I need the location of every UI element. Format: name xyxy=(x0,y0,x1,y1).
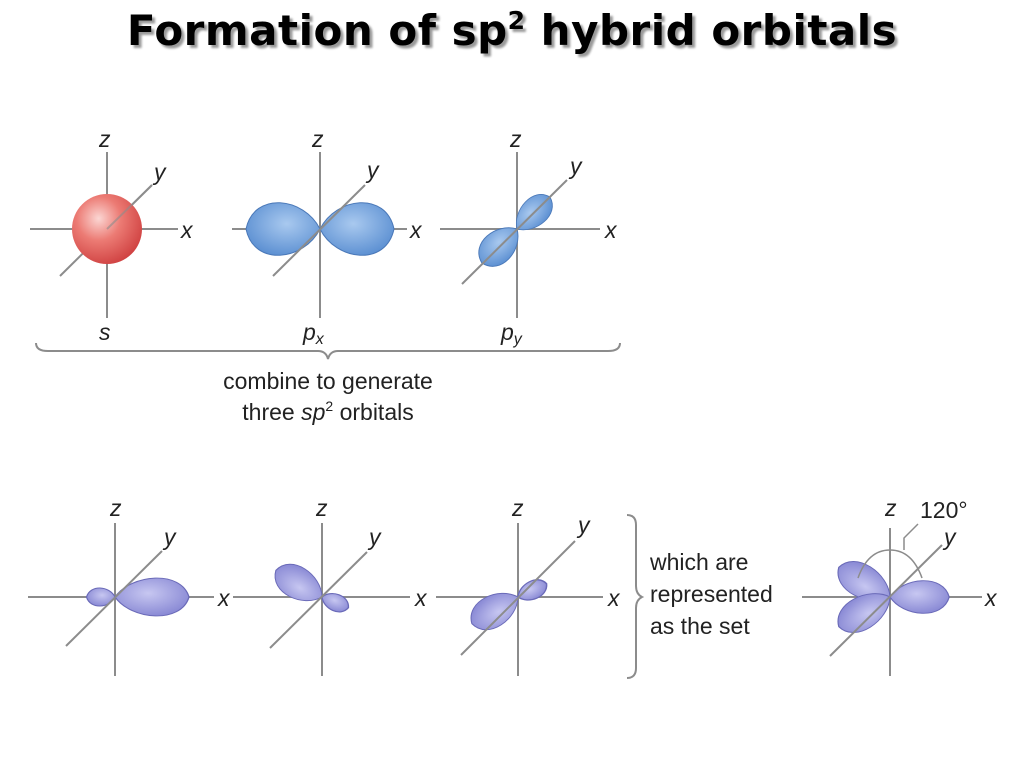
y-axis-label: y xyxy=(367,524,382,550)
sp2-orbital-3-panel: x z y xyxy=(436,495,621,676)
y-axis-label: y xyxy=(942,524,957,550)
y-axis-label: y xyxy=(568,153,583,179)
z-axis-label: z xyxy=(315,495,328,521)
set-brace xyxy=(626,514,645,679)
combine-caption-line2: three sp2 orbitals xyxy=(242,398,413,425)
angle-label: 120° xyxy=(920,497,968,523)
y-axis xyxy=(460,540,576,656)
z-axis-label: z xyxy=(98,126,111,152)
x-axis-label: x xyxy=(607,585,621,611)
angle-arc xyxy=(857,549,923,579)
y-axis xyxy=(829,544,943,657)
set-caption-line1: which are xyxy=(649,549,748,575)
set-caption-line2: represented xyxy=(650,581,773,607)
s-orbital-label: s xyxy=(99,319,111,345)
y-axis-label: y xyxy=(162,524,177,550)
py-orbital-label: py xyxy=(500,319,523,348)
y-axis-label: y xyxy=(576,512,591,538)
x-axis-label: x xyxy=(409,217,423,243)
z-axis-label: z xyxy=(509,126,522,152)
sp2-orbital-2-panel: x z y xyxy=(233,495,428,676)
s-orbital-panel: x z y s xyxy=(30,126,194,345)
sp2-set-panel: x z y 120° xyxy=(802,495,998,676)
sp2-orbital-1-panel: x z y xyxy=(28,495,231,676)
y-axis xyxy=(65,550,163,647)
py-orbital-panel: x z y py xyxy=(440,126,618,348)
z-axis-label: z xyxy=(109,495,122,521)
px-orbital-label: px xyxy=(302,319,325,348)
combine-caption-line1: combine to generate xyxy=(223,368,433,394)
y-axis xyxy=(269,551,368,649)
combine-brace xyxy=(35,342,621,360)
sp2-orbital-3-lobes xyxy=(463,574,552,638)
y-axis xyxy=(272,184,366,277)
px-orbital-panel: x z y px xyxy=(232,126,423,348)
x-axis-label: x xyxy=(984,585,998,611)
angle-leader xyxy=(903,523,919,550)
y-axis xyxy=(461,179,568,285)
y-axis-label: y xyxy=(152,159,167,185)
sp2-orbital-2-lobes xyxy=(267,556,353,617)
z-axis-label: z xyxy=(884,495,897,521)
z-axis-label: z xyxy=(311,126,324,152)
x-axis-label: x xyxy=(604,217,618,243)
page-title: Formation of sp2 hybrid orbitals xyxy=(126,6,898,55)
x-axis-label: x xyxy=(180,217,194,243)
x-axis-label: x xyxy=(414,585,428,611)
x-axis-label: x xyxy=(217,585,231,611)
y-axis-label: y xyxy=(365,157,380,183)
set-caption-line3: as the set xyxy=(650,613,750,639)
z-axis-label: z xyxy=(511,495,524,521)
